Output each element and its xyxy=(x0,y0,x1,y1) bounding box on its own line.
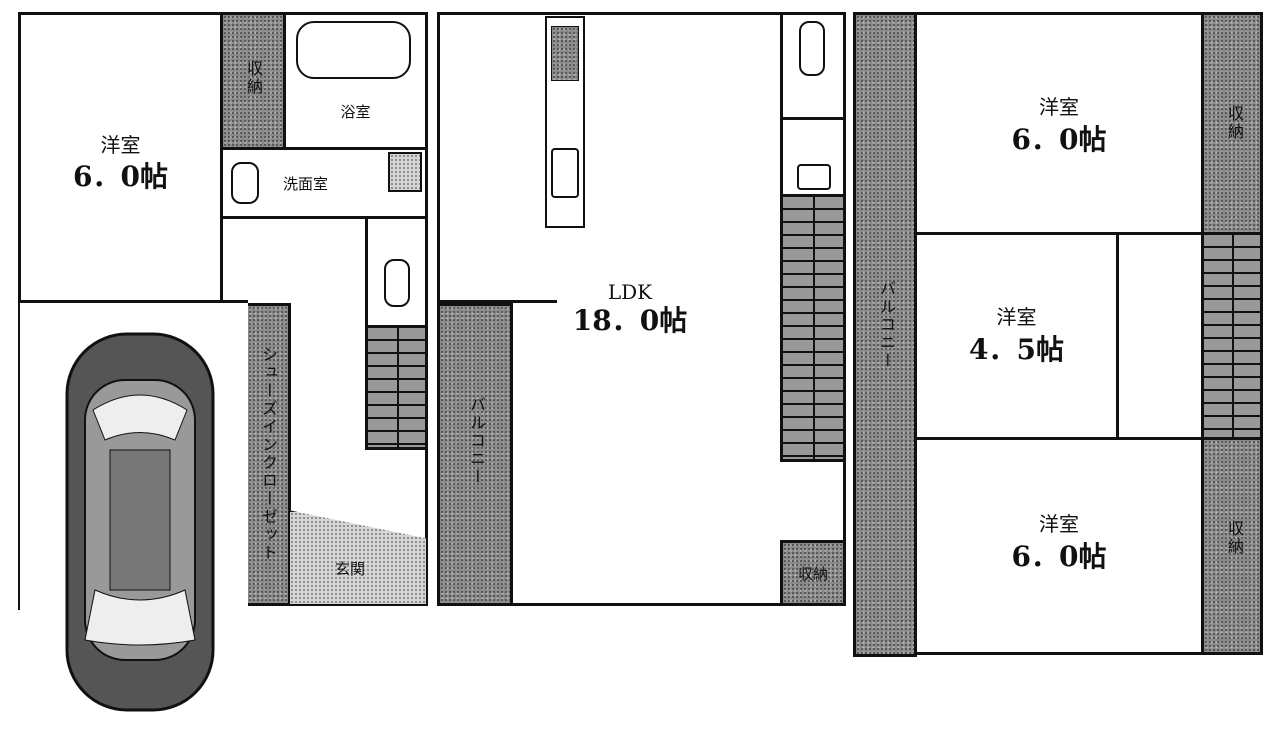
floor1-shoe-closet: シューズインクローゼット xyxy=(245,303,291,606)
stove-icon xyxy=(551,26,579,81)
floor3-storage-a: 収納 xyxy=(1201,12,1263,235)
room-name: 洋室 xyxy=(100,133,141,157)
floor2-storage: 収納 xyxy=(780,540,846,606)
floor2-stairs xyxy=(780,194,846,462)
car-icon xyxy=(65,332,215,712)
sink-icon xyxy=(231,162,259,204)
room-name: 洋室 xyxy=(1039,95,1079,119)
room-name: 洋室 xyxy=(1039,512,1079,536)
floor2-balcony: バルコニー xyxy=(437,303,513,606)
floor1-bedroom: 洋室 6．0帖 xyxy=(18,12,223,303)
room-name: 洋室 xyxy=(996,305,1037,329)
floor3-bedroom-a: 洋室 6．0帖 xyxy=(914,12,1204,235)
floor2-washbasin xyxy=(780,117,846,197)
bath-label: 浴室 xyxy=(340,103,371,121)
wall xyxy=(437,300,557,303)
storage-label: 収納 xyxy=(244,60,263,96)
entrance-label: 玄関 xyxy=(335,560,366,578)
floor3-storage-b: 収納 xyxy=(1201,437,1263,655)
shoe-closet-label: シューズインクローゼット xyxy=(259,346,278,562)
sink-icon xyxy=(797,164,831,190)
balcony-label: バルコニー xyxy=(467,396,486,486)
storage-label: 収納 xyxy=(1225,105,1244,141)
floor3-bedroom-c: 洋室 6．0帖 xyxy=(914,437,1204,655)
room-size: 6．0帖 xyxy=(1011,540,1107,573)
floor1-stairs xyxy=(365,325,428,450)
kitchen-counter xyxy=(545,16,585,228)
room-size: 6．0帖 xyxy=(73,160,168,193)
bathtub-icon xyxy=(296,21,411,79)
room-size: 4．5帖 xyxy=(969,333,1064,366)
balcony-label: バルコニー xyxy=(877,280,896,370)
storage-label: 収納 xyxy=(1225,520,1244,556)
floor1-storage: 収納 xyxy=(220,12,286,150)
storage-label: 収納 xyxy=(797,565,828,583)
floor3-balcony: バルコニー xyxy=(853,12,917,657)
room-size: 18．0帖 xyxy=(572,304,688,337)
floor1-washroom: 洗面室 xyxy=(220,147,428,219)
floor1-bath: 浴室 xyxy=(283,12,428,150)
ldk-label: LDK 18．0帖 xyxy=(560,280,700,338)
floor2-toilet xyxy=(780,12,846,120)
floor3-stairs xyxy=(1201,232,1263,440)
floor1-toilet xyxy=(365,216,428,328)
washroom-label: 洗面室 xyxy=(283,175,329,193)
room-name: LDK xyxy=(607,280,653,304)
toilet-icon xyxy=(384,259,410,307)
kitchen-sink-icon xyxy=(551,148,579,198)
room-size: 6．0帖 xyxy=(1011,123,1107,156)
washer-icon xyxy=(388,152,422,192)
floor3-hallway xyxy=(1116,232,1204,440)
floor3-bedroom-b: 洋室 4．5帖 xyxy=(914,232,1119,440)
toilet-icon xyxy=(799,21,825,76)
